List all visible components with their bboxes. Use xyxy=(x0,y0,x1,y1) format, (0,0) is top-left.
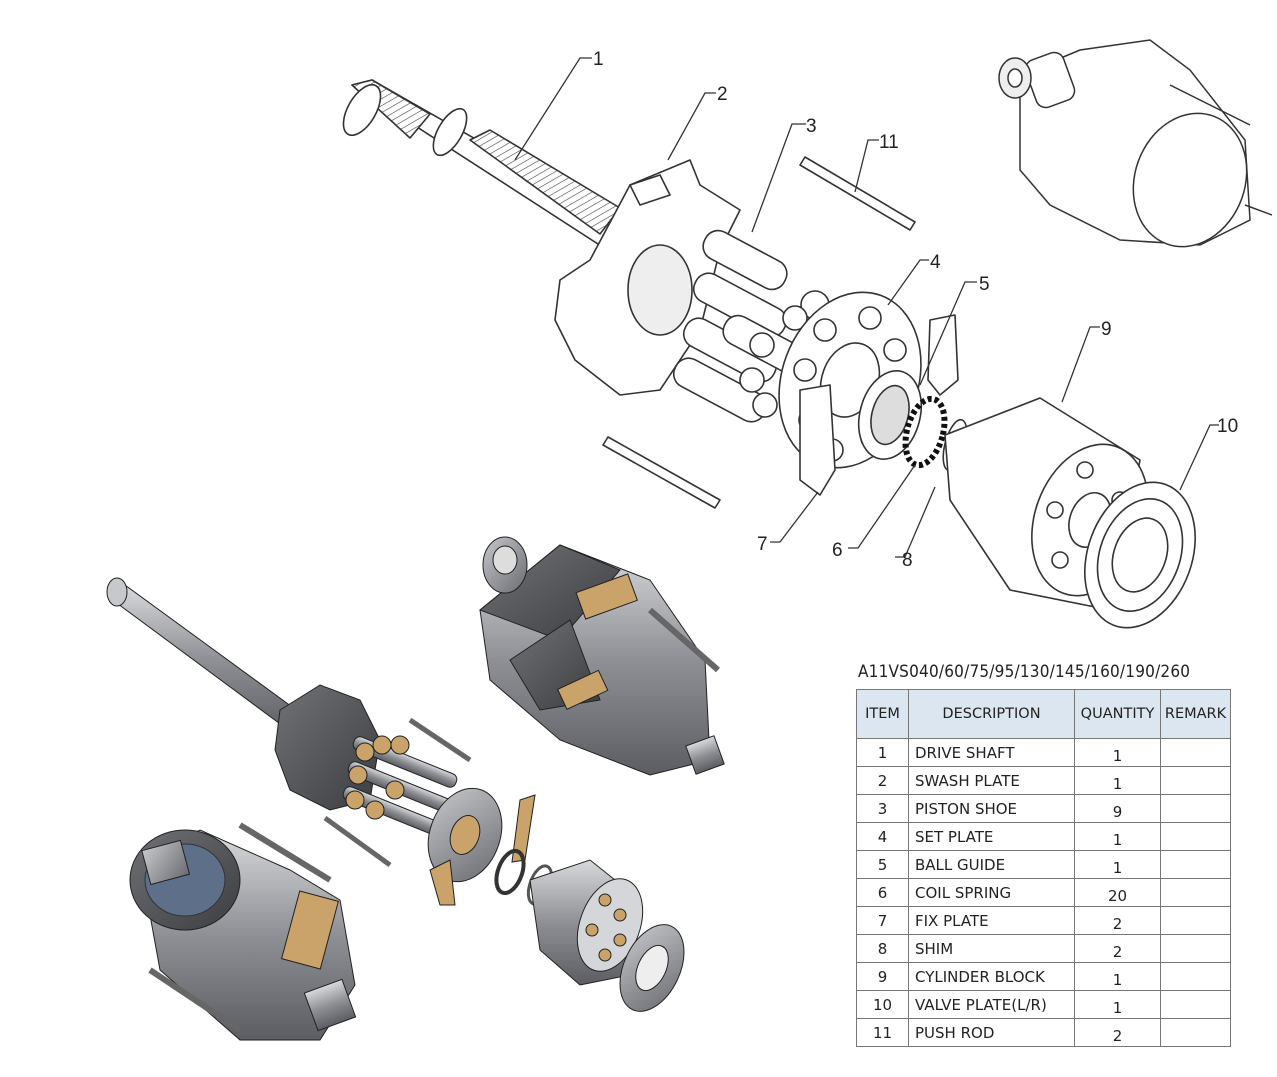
drive-shaft-drawing xyxy=(342,79,636,256)
fix-plate-drawing-lower xyxy=(799,384,836,496)
cell-remark xyxy=(1160,906,1231,935)
valve-plate-drawing xyxy=(1084,481,1196,629)
callout-6: 6 xyxy=(832,540,843,561)
cell-quantity: 2 xyxy=(1074,1018,1161,1047)
callout-numbers: 1 2 3 4 5 6 7 8 9 10 11 xyxy=(593,49,1238,571)
table-header-row: ITEM DESCRIPTION QUANTITY REMARK xyxy=(856,689,1231,739)
cell-quantity: 1 xyxy=(1074,990,1161,1019)
callout-5: 5 xyxy=(979,274,990,295)
cell-remark xyxy=(1160,822,1231,851)
header-quantity: QUANTITY xyxy=(1074,689,1161,739)
leader-lines xyxy=(514,57,1219,558)
cell-item: 8 xyxy=(856,934,909,963)
callout-10: 10 xyxy=(1217,416,1238,437)
model-series-title: A11VS040/60/75/95/130/145/160/190/260 xyxy=(858,662,1191,682)
callout-1: 1 xyxy=(593,49,604,70)
set-plate-drawing xyxy=(778,291,922,469)
cell-item: 1 xyxy=(856,738,909,767)
cell-remark xyxy=(1160,962,1231,991)
cell-remark xyxy=(1160,878,1231,907)
cell-quantity: 1 xyxy=(1074,738,1161,767)
cell-item: 5 xyxy=(856,850,909,879)
cell-item: 2 xyxy=(856,766,909,795)
cell-remark xyxy=(1160,766,1231,795)
callout-9: 9 xyxy=(1101,319,1112,340)
callout-8: 8 xyxy=(902,550,913,571)
cell-item: 11 xyxy=(856,1018,909,1047)
cell-description: CYLINDER BLOCK xyxy=(908,962,1075,991)
header-item: ITEM xyxy=(856,689,909,739)
callout-11: 11 xyxy=(879,132,899,153)
cell-remark xyxy=(1160,1018,1231,1047)
cell-quantity: 2 xyxy=(1074,934,1161,963)
cell-description: SHIM xyxy=(908,934,1075,963)
cell-description: COIL SPRING xyxy=(908,878,1075,907)
cell-description: VALVE PLATE(L/R) xyxy=(908,990,1075,1019)
cell-remark xyxy=(1160,794,1231,823)
cell-quantity: 1 xyxy=(1074,822,1161,851)
cell-quantity: 1 xyxy=(1074,766,1161,795)
cell-description: SWASH PLATE xyxy=(908,766,1075,795)
callout-4: 4 xyxy=(930,252,941,273)
cell-item: 10 xyxy=(856,990,909,1019)
cell-item: 7 xyxy=(856,906,909,935)
cell-description: FIX PLATE xyxy=(908,906,1075,935)
callout-7: 7 xyxy=(757,534,768,555)
cell-description: BALL GUIDE xyxy=(908,850,1075,879)
cell-remark xyxy=(1160,738,1231,767)
assembled-pump-render-bottom xyxy=(129,822,357,1041)
assembled-pump-render-top xyxy=(479,536,725,776)
cell-quantity: 20 xyxy=(1074,878,1161,907)
cell-item: 4 xyxy=(856,822,909,851)
cell-remark xyxy=(1160,990,1231,1019)
header-description: DESCRIPTION xyxy=(908,689,1075,739)
cell-item: 3 xyxy=(856,794,909,823)
cell-quantity: 1 xyxy=(1074,850,1161,879)
cell-description: PUSH ROD xyxy=(908,1018,1075,1047)
exploded-pump-render xyxy=(106,577,685,1012)
cell-quantity: 2 xyxy=(1074,906,1161,935)
cell-remark xyxy=(1160,934,1231,963)
callout-2: 2 xyxy=(717,84,728,105)
cell-description: DRIVE SHAFT xyxy=(908,738,1075,767)
callout-3: 3 xyxy=(806,116,817,137)
cell-remark xyxy=(1160,850,1231,879)
cell-item: 6 xyxy=(856,878,909,907)
cell-description: PISTON SHOE xyxy=(908,794,1075,823)
coil-spring-drawing xyxy=(902,395,948,469)
push-rod-drawings xyxy=(602,156,916,509)
cell-quantity: 9 xyxy=(1074,794,1161,823)
cell-description: SET PLATE xyxy=(908,822,1075,851)
cell-item: 9 xyxy=(856,962,909,991)
cell-quantity: 1 xyxy=(1074,962,1161,991)
line-drawing-exploded-view xyxy=(342,79,1196,629)
header-remark: REMARK xyxy=(1160,689,1231,739)
assembled-pump-line-drawing xyxy=(998,39,1273,248)
render-pistons xyxy=(342,735,458,838)
